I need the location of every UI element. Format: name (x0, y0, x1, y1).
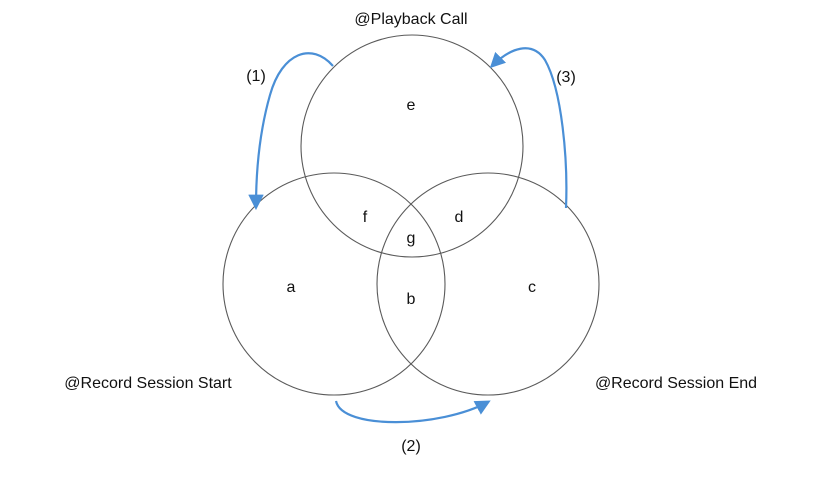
record-session-start-circle (222, 172, 446, 396)
region-a-label: a (287, 279, 296, 296)
arrow-3-label: (3) (556, 69, 576, 86)
record-session-end-label: @Record Session End (595, 375, 757, 392)
playback-call-circle (300, 34, 524, 258)
arrow-3 (489, 47, 568, 209)
region-d-label: d (455, 209, 464, 226)
region-e-label: e (407, 97, 416, 114)
arrow-1-label: (1) (246, 68, 266, 85)
arrow-2 (334, 400, 491, 424)
arrow-1 (248, 52, 334, 211)
record-session-start-label: @Record Session Start (64, 375, 232, 392)
region-g-label: g (407, 230, 416, 247)
region-f-label: f (363, 209, 368, 226)
playback-call-label: @Playback Call (354, 11, 467, 28)
arrow-2-label: (2) (401, 438, 421, 455)
region-c-label: c (528, 279, 536, 296)
region-b-label: b (407, 291, 416, 308)
record-session-end-circle (376, 172, 600, 396)
